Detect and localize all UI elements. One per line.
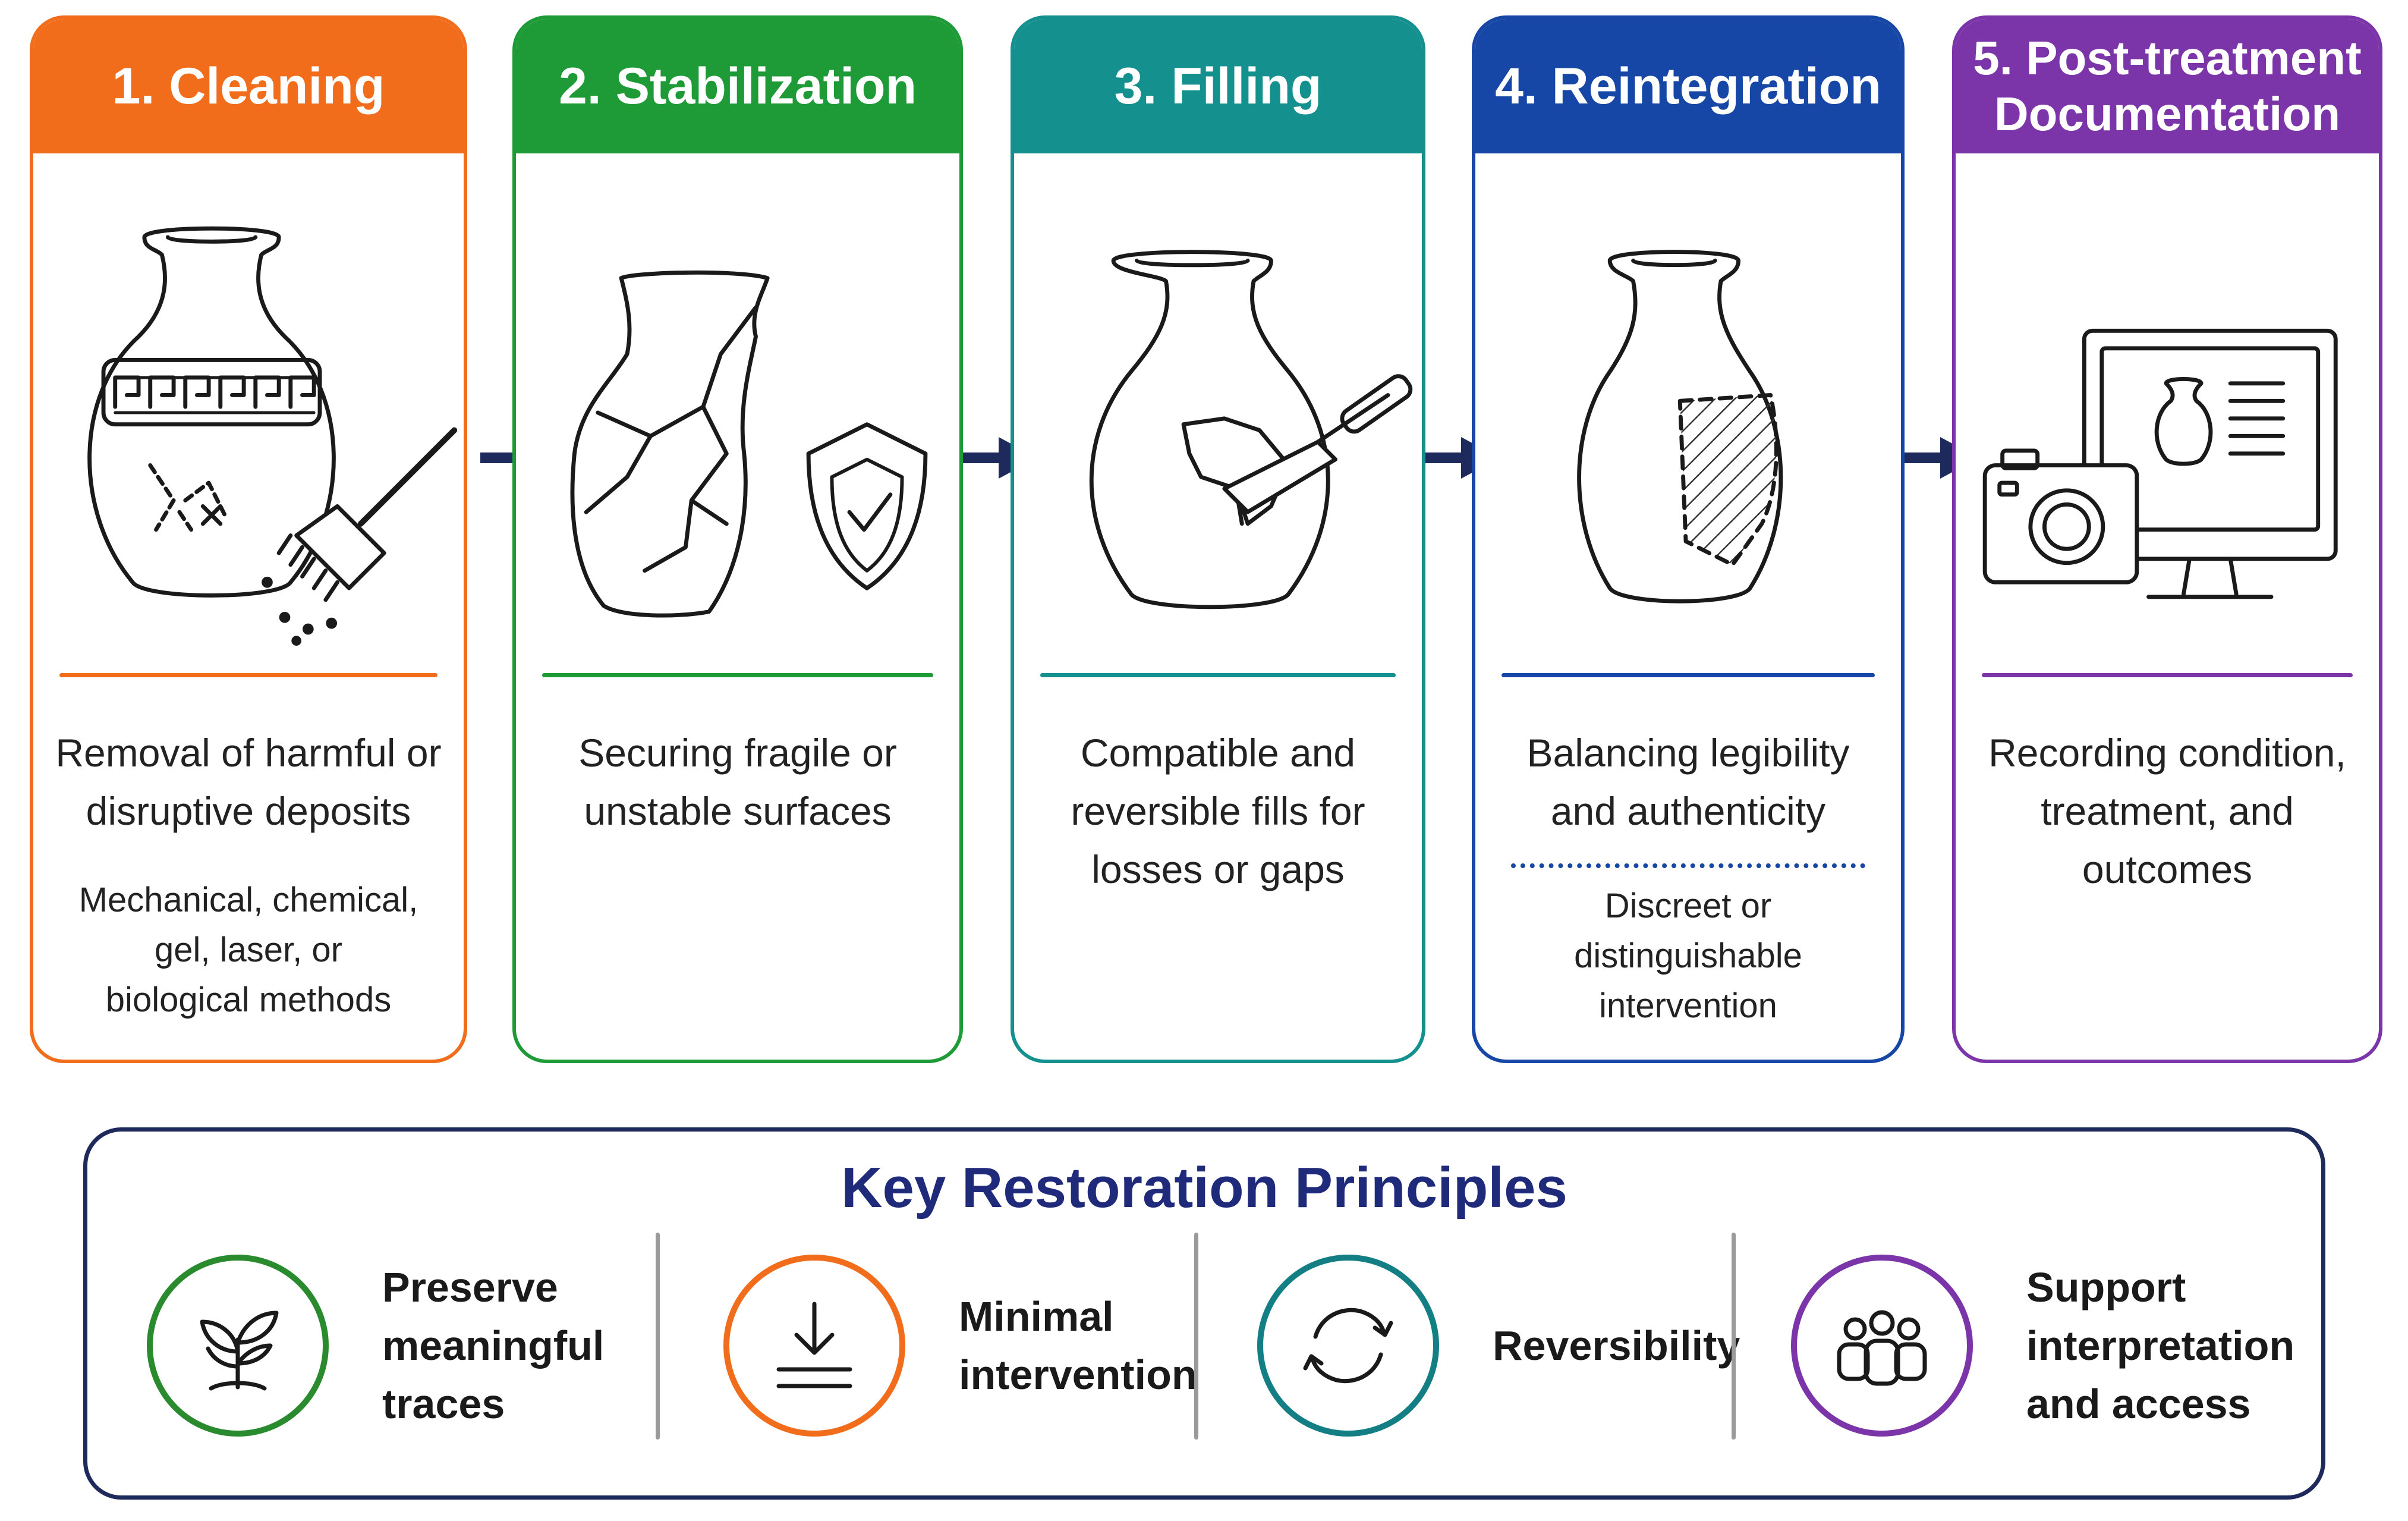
step-card-cleaning: 1. Cleaning Removal of harmful or disrup… bbox=[30, 15, 467, 1063]
arrow-down-lines-icon bbox=[723, 1255, 905, 1437]
step-detail: Discreet or distinguishable intervention bbox=[1574, 887, 1802, 1025]
step-title: 4. Reintegration bbox=[1475, 19, 1901, 153]
step-card-filling: 3. Filling Compatible and reversible fil… bbox=[1011, 15, 1425, 1063]
principle-minimal-intervention: Minimal intervention bbox=[723, 1227, 1197, 1465]
principle-divider bbox=[1194, 1233, 1198, 1440]
step-title: 1. Cleaning bbox=[33, 19, 464, 153]
principle-preserve-traces: Preserve meaningful traces bbox=[147, 1227, 604, 1465]
principle-label: Preserve meaningful traces bbox=[382, 1264, 605, 1427]
step-divider bbox=[1502, 673, 1875, 677]
vase-brush-icon bbox=[33, 157, 464, 668]
cracked-vase-shield-icon bbox=[516, 157, 959, 668]
vase-hatched-icon bbox=[1475, 157, 1901, 668]
principle-label: Minimal intervention bbox=[959, 1293, 1197, 1398]
step-description: Balancing legibility and authenticity bbox=[1526, 731, 1850, 833]
step-description: Recording condition, treatment, and outc… bbox=[1988, 731, 2346, 891]
step-description: Compatible and reversible fills for loss… bbox=[1071, 731, 1365, 891]
step-card-reintegration: 4. Reintegration Balancing legibility an… bbox=[1472, 15, 1905, 1063]
step-divider bbox=[59, 673, 437, 677]
step-title: 3. Filling bbox=[1014, 19, 1422, 153]
principle-interpretation-access: Support interpretation and access bbox=[1791, 1227, 2294, 1465]
cycle-arrows-icon bbox=[1257, 1255, 1439, 1437]
step-detail: Mechanical, chemical, gel, laser, or bio… bbox=[78, 881, 418, 1019]
people-group-icon bbox=[1791, 1255, 1973, 1437]
step-card-stabilization: 2. Stabilization Securing fragile or uns… bbox=[512, 15, 963, 1063]
step-divider bbox=[542, 673, 933, 677]
step-divider bbox=[1040, 673, 1396, 677]
sprout-icon bbox=[147, 1255, 329, 1437]
principle-divider bbox=[1732, 1233, 1736, 1440]
step-card-documentation: 5. Post-treatment Documentation Recordin… bbox=[1952, 15, 2382, 1063]
step-description: Removal of harmful or disruptive deposit… bbox=[55, 731, 442, 833]
step-description: Securing fragile or unstable surfaces bbox=[578, 731, 897, 833]
camera-monitor-icon bbox=[1956, 157, 2379, 668]
principles-title: Key Restoration Principles bbox=[841, 1156, 1567, 1220]
step-title: 5. Post-treatment Documentation bbox=[1956, 19, 2379, 153]
principle-divider bbox=[656, 1233, 660, 1440]
principle-label: Support interpretation and access bbox=[2026, 1264, 2295, 1427]
step-dotted-divider bbox=[1511, 863, 1865, 868]
step-divider bbox=[1982, 673, 2353, 677]
principle-reversibility: Reversibility bbox=[1257, 1227, 1740, 1465]
vase-trowel-icon bbox=[1014, 157, 1422, 668]
principles-panel: Key Restoration Principles Preserve mean… bbox=[83, 1127, 2325, 1500]
principle-label: Reversibility bbox=[1493, 1322, 1740, 1369]
step-title: 2. Stabilization bbox=[516, 19, 959, 153]
